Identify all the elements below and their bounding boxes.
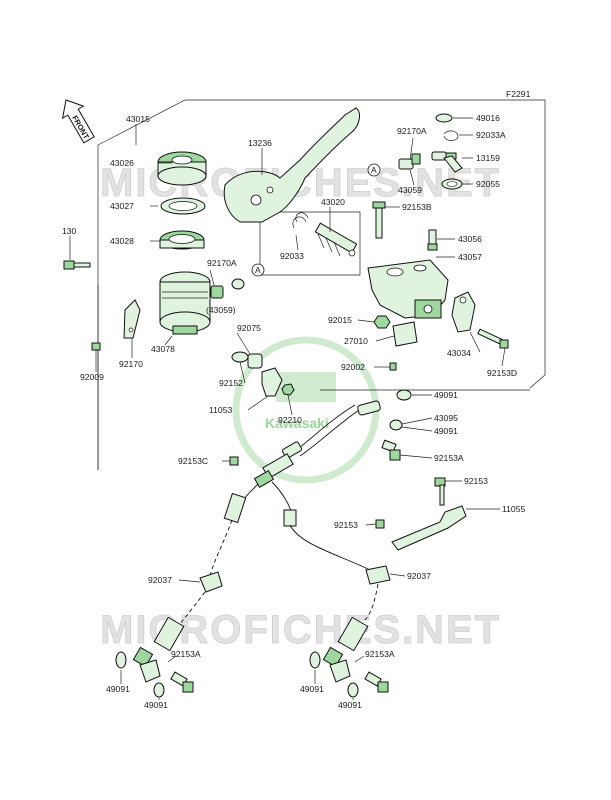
screw-92002 (389, 362, 397, 371)
label-43056: 43056 (458, 234, 482, 244)
label-13236: 13236 (248, 138, 272, 148)
label-43057: 43057 (458, 252, 482, 262)
label-43078: 43078 (151, 344, 175, 354)
label-43028: 43028 (110, 236, 134, 246)
logo-text: Kawasaki (265, 415, 329, 431)
label-92153-mid: 92153 (334, 520, 358, 530)
label-43034: 43034 (447, 348, 471, 358)
label-92170a-left: 92170A (207, 258, 237, 268)
front-arrow: FRONT (61, 99, 95, 144)
callout-a-1: A (367, 163, 381, 177)
label-43015: 43015 (126, 114, 150, 124)
label-43027: 43027 (110, 201, 134, 211)
label-92002: 92002 (341, 362, 365, 372)
part-labels: 43015 43026 43027 43028 130 92170A (4305… (62, 113, 525, 710)
svg-text:A: A (255, 265, 261, 275)
bleed-valve-43056 (427, 229, 438, 251)
bolt-43034 (477, 328, 509, 349)
label-92015: 92015 (328, 315, 352, 325)
fitting-92037-right (365, 565, 391, 585)
label-92037-right: 92037 (407, 571, 431, 581)
bracket-11053 (261, 367, 283, 397)
label-92033: 92033 (280, 251, 304, 261)
figure-code: F2291 (506, 89, 531, 99)
label-43095: 43095 (434, 413, 458, 423)
switch-27010 (392, 321, 418, 347)
label-43059: 43059 (398, 185, 422, 195)
reservoir-tank (159, 271, 211, 335)
label-43020: 43020 (321, 197, 345, 207)
label-49091-lower-right-1: 49091 (300, 684, 324, 694)
label-11053: 11053 (209, 405, 232, 415)
reservoir-cap (157, 151, 207, 186)
label-92055: 92055 (476, 179, 500, 189)
bolt-92009 (91, 342, 101, 351)
label-130: 130 (62, 226, 77, 236)
label-49091-lower-left-1: 49091 (106, 684, 130, 694)
hose-guide-11055 (375, 477, 467, 551)
brake-hose-assembly (209, 400, 381, 577)
cap-49016 (435, 113, 453, 123)
banjo-bolts-upper (381, 389, 412, 461)
bolt-92153c (229, 456, 239, 466)
label-92153d: 92153D (487, 368, 517, 378)
assembly-outline (97, 99, 546, 470)
lower-hose-right (322, 583, 379, 683)
label-92075: 92075 (237, 323, 261, 333)
banjo-bolts-lower (115, 651, 389, 698)
nut-92015 (373, 315, 391, 329)
label-43059-paren: (43059) (206, 305, 236, 315)
diaphragm-plate (160, 197, 206, 215)
nut-92210 (281, 383, 295, 396)
reservoir-bracket (123, 299, 141, 339)
master-cylinder-body (367, 259, 449, 319)
svg-text:A: A (371, 165, 377, 175)
label-43026: 43026 (110, 158, 134, 168)
label-49091-lower-left-2: 49091 (144, 700, 168, 710)
leader-lines (69, 117, 506, 700)
label-92152: 92152 (219, 378, 243, 388)
callout-a-2: A (251, 263, 265, 277)
label-92153a-lower-right: 92153A (365, 649, 395, 659)
bolt-92153b (372, 201, 386, 239)
label-11055: 11055 (502, 504, 525, 514)
diaphragm (159, 230, 205, 250)
brake-lever (223, 107, 360, 223)
label-49091-upper-2: 49091 (434, 426, 458, 436)
label-92153c: 92153C (178, 456, 208, 466)
washer-92152 (231, 351, 249, 363)
label-49091-lower-right-2: 49091 (338, 700, 362, 710)
label-92037-left: 92037 (148, 575, 172, 585)
label-92033a: 92033A (476, 130, 506, 140)
circlip-92033 (295, 212, 309, 223)
label-13159: 13159 (476, 153, 500, 163)
label-92153b: 92153B (402, 202, 432, 212)
label-92210: 92210 (278, 415, 302, 425)
handlebar-clamp (451, 291, 476, 333)
label-92153-right: 92153 (464, 476, 488, 486)
boot-43059 (398, 153, 421, 170)
label-49091-upper-1: 49091 (434, 390, 458, 400)
label-92009: 92009 (80, 372, 104, 382)
circlip-92033a (443, 130, 459, 141)
seal-92055 (441, 178, 463, 190)
spacer-92075 (247, 353, 263, 369)
lower-hose-left (132, 591, 206, 683)
clamp-92170a (210, 278, 245, 299)
label-92153a-upper: 92153A (434, 453, 464, 463)
bolt-130 (63, 260, 91, 270)
label-92170a-right: 92170A (397, 126, 427, 136)
label-92153a-lower-left: 92153A (171, 649, 201, 659)
label-92170: 92170 (119, 359, 143, 369)
piston-assembly (292, 216, 358, 257)
fitting-92037-left (199, 571, 223, 593)
pivot-13159 (431, 151, 463, 173)
label-27010: 27010 (344, 336, 368, 346)
label-49016: 49016 (476, 113, 500, 123)
